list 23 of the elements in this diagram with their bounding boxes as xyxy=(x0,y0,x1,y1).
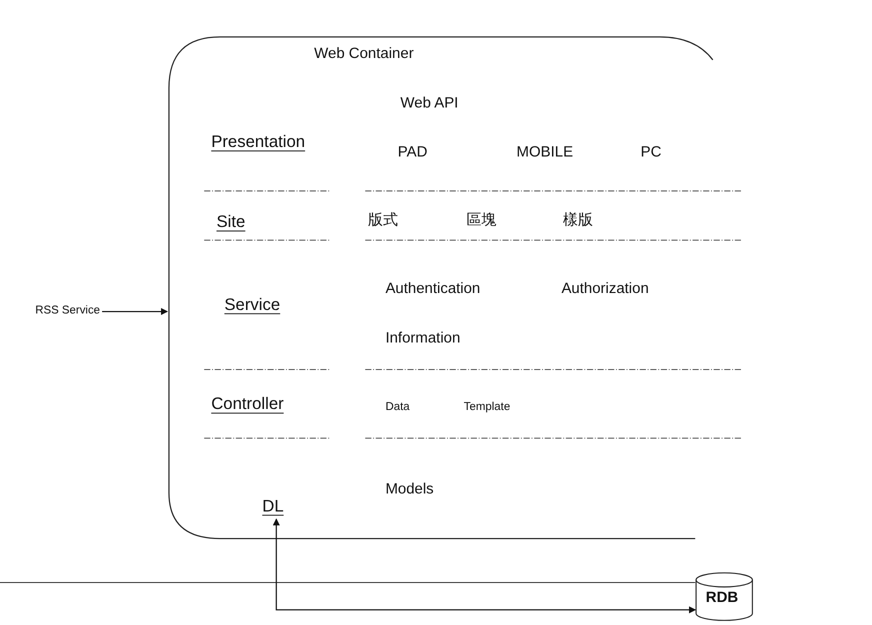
layer-label: Presentation xyxy=(211,134,306,152)
service-label: RSS Service xyxy=(35,304,100,320)
component-label: Authorization xyxy=(561,280,649,298)
database-cylinder: RDB xyxy=(695,572,754,622)
arrow xyxy=(272,518,696,614)
component-label: Template xyxy=(464,400,510,413)
component-label: PC xyxy=(640,144,662,161)
component-label: PAD xyxy=(398,144,428,161)
component-label: Information xyxy=(385,330,460,346)
component-label: 樣版 xyxy=(563,212,594,229)
layer-label: Controller xyxy=(211,396,284,414)
component-label: Data xyxy=(385,400,410,413)
layer-label: Site xyxy=(216,214,246,232)
component-label: 區塊 xyxy=(466,212,496,229)
component-label: Models xyxy=(385,481,434,498)
component-label: 版式 xyxy=(368,212,398,229)
layer-label: DL xyxy=(262,498,290,520)
container-title: Web Container xyxy=(314,46,414,62)
component-label: MOBILE xyxy=(516,144,574,161)
arrow xyxy=(102,308,168,316)
component-label: Web API xyxy=(400,95,458,112)
component-label: Authentication xyxy=(385,280,480,298)
layer-label: Service xyxy=(224,296,280,315)
